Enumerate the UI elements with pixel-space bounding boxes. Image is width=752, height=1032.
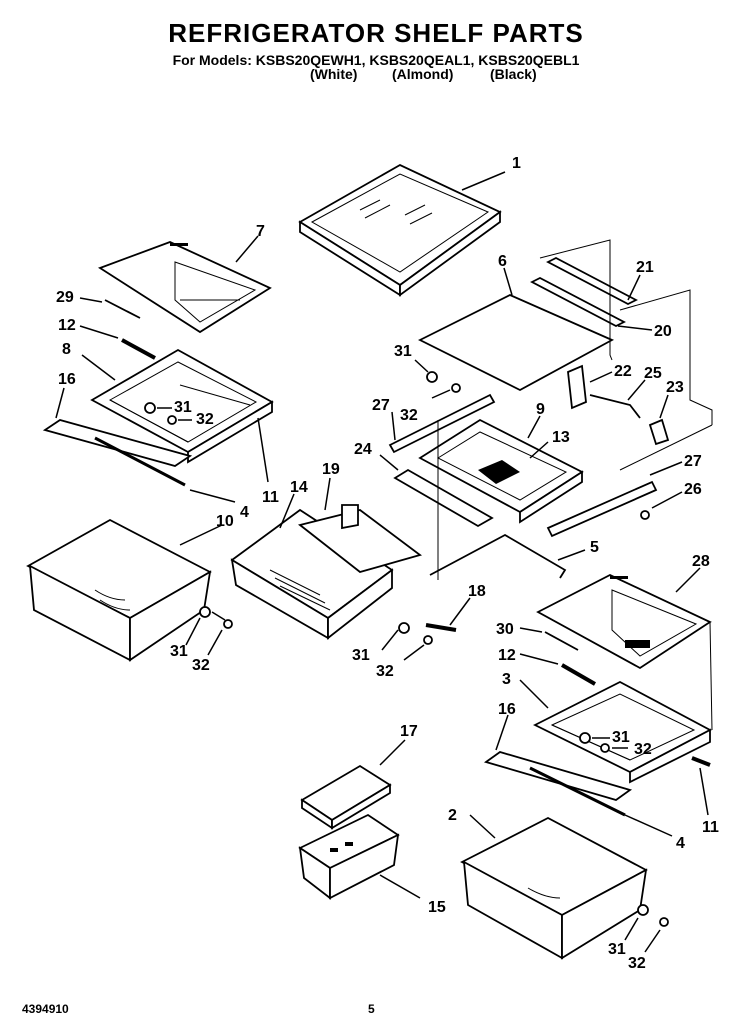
part-17-lid [300,764,392,830]
callout-14: 14 [290,479,308,496]
page-title: REFRIGERATOR SHELF PARTS [168,18,584,48]
callout-31-b: 31 [394,343,412,360]
callout-32-f: 32 [628,955,646,972]
callout-27-left: 27 [372,397,390,414]
part-2-crisper-drawer [460,816,648,960]
callout-32-e: 32 [634,741,652,758]
callout-23: 23 [666,379,684,396]
callout-13: 13 [552,429,570,446]
callout-2: 2 [448,807,457,824]
part-12-bar-right [561,663,596,686]
callout-4-right: 4 [676,835,685,852]
callout-11-left: 11 [262,489,279,506]
callout-8: 8 [62,341,71,358]
callout-27-right: 27 [684,453,702,470]
part-21-rail [546,256,638,306]
callout-16-left: 16 [58,371,76,388]
callout-21: 21 [636,259,654,276]
color-black-label: (Black) [490,66,537,82]
callout-4-left: 4 [240,504,249,521]
part-16-trim-right [483,751,633,801]
callout-32-c: 32 [192,657,210,674]
part-27-trim [388,393,496,454]
part-14-drawer [230,508,394,640]
part-9-shelf-frame [418,418,584,524]
part-4-rail [94,436,186,487]
part-30-trim [544,631,579,651]
part-3-shelf-frame [532,680,712,784]
page-number: 5 [368,1002,375,1016]
part-6-glass-shelf [417,294,615,392]
part-16-trim [42,419,193,467]
callout-26: 26 [684,481,702,498]
part-15-bin [298,813,400,900]
callout-20: 20 [654,323,672,340]
callout-3: 3 [502,671,511,688]
callout-32-a: 32 [196,411,214,428]
callout-30: 30 [496,621,514,638]
callout-10: 10 [216,513,234,530]
part-19-divider [297,504,422,573]
callout-11-right: 11 [702,819,719,836]
part-27-trim-right [546,480,658,538]
callout-31-f: 31 [608,941,626,958]
color-white-label: (White) [310,66,358,82]
callout-7: 7 [256,223,265,240]
part-1-glass-shelf [298,163,502,297]
part-20-rail [530,276,626,328]
callout-12-right: 12 [498,647,516,664]
part-22-bracket [567,364,587,410]
callout-19: 19 [322,461,340,478]
part-7-glass-shelf [97,241,272,334]
part-4-rail-right [529,766,626,817]
callout-24: 24 [354,441,372,458]
callout-25: 25 [644,365,662,382]
part-25-hinge [589,394,641,419]
callout-28: 28 [692,553,710,570]
model-list: For Models: KSBS20QEWH1, KSBS20QEAL1, KS… [172,52,580,68]
part-12-bar [121,338,156,360]
callout-31-e: 31 [612,729,630,746]
callout-22: 22 [614,363,632,380]
callout-9: 9 [536,401,545,418]
color-almond-label: (Almond) [392,66,454,82]
callout-5: 5 [590,539,599,556]
part-11-strip-right [691,756,711,767]
callout-18: 18 [468,583,486,600]
part-10-crisper-drawer [26,518,212,662]
callout-31-c: 31 [170,643,188,660]
part-23-clip [648,418,670,446]
part-5-support [429,533,567,579]
part-18-clip [425,623,457,632]
part-28-glass-shelf [536,573,712,670]
callout-12-left: 12 [58,317,76,334]
callout-17: 17 [400,723,418,740]
part-24-rail [393,468,494,528]
callout-31-a: 31 [174,399,192,416]
callout-32-b: 32 [400,407,418,424]
callout-15: 15 [428,899,446,916]
callout-31-d: 31 [352,647,370,664]
part-8-shelf-frame [90,348,274,464]
document-number: 4394910 [22,1002,69,1016]
callout-29: 29 [56,289,74,306]
callout-6: 6 [498,253,507,270]
callout-32-d: 32 [376,663,394,680]
callout-1: 1 [512,155,521,172]
part-29-trim [104,299,141,319]
callout-16-right: 16 [498,701,516,718]
